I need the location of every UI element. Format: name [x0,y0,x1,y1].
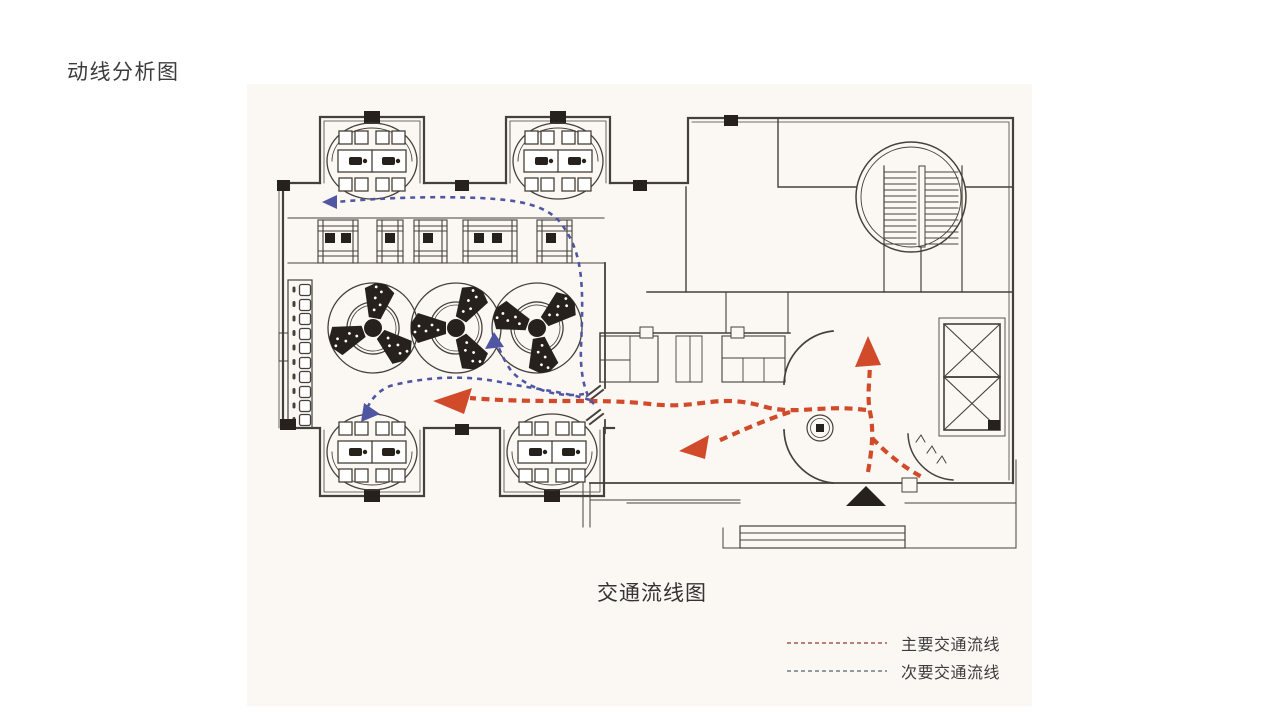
legend-item-main: 主要交通流线 [785,629,1000,657]
bay-seating [318,109,426,201]
column [277,180,290,191]
solid-blocks [277,115,1000,506]
steps [739,525,906,549]
circular-stairwell [855,141,967,293]
column [455,424,469,435]
page-title: 动线分析图 [67,61,180,84]
rotunda [783,330,834,484]
secondary-flow-swatch [787,670,887,672]
elevator-shafts [938,317,1006,437]
fan-table [411,282,501,375]
secondary-flow-arrows [322,195,504,422]
legend-item-secondary: 次要交通流线 [785,657,1000,685]
entrance-marker [846,486,886,506]
fan-table [479,269,595,387]
elevator-shaft [943,376,1001,431]
arrow-up [485,332,504,349]
bar-counter [278,279,313,429]
legend-label-main: 主要交通流线 [901,637,1001,654]
legend-label-secondary: 次要交通流线 [901,665,1001,682]
fan-tables [315,269,595,387]
column [806,414,834,442]
booth-row [317,219,573,264]
arrow-down-left [679,435,709,459]
walls [278,109,1017,549]
column [633,180,647,191]
bay-seating [318,412,426,504]
arrow-down-left [361,403,380,422]
legend: 主要交通流线 次要交通流线 [785,629,1000,685]
main-flow-path [469,351,923,479]
column [455,180,469,191]
column [724,115,738,126]
bay-seating [498,412,606,504]
main-flow-swatch [787,642,887,644]
plan-caption: 交通流线图 [597,582,707,605]
arrow-left [433,388,472,414]
arrow-up [855,336,881,367]
main-flow-arrows [433,336,881,459]
bay-seating [504,109,612,201]
arrow-left [322,195,337,209]
secondary-flow-path [335,195,595,417]
